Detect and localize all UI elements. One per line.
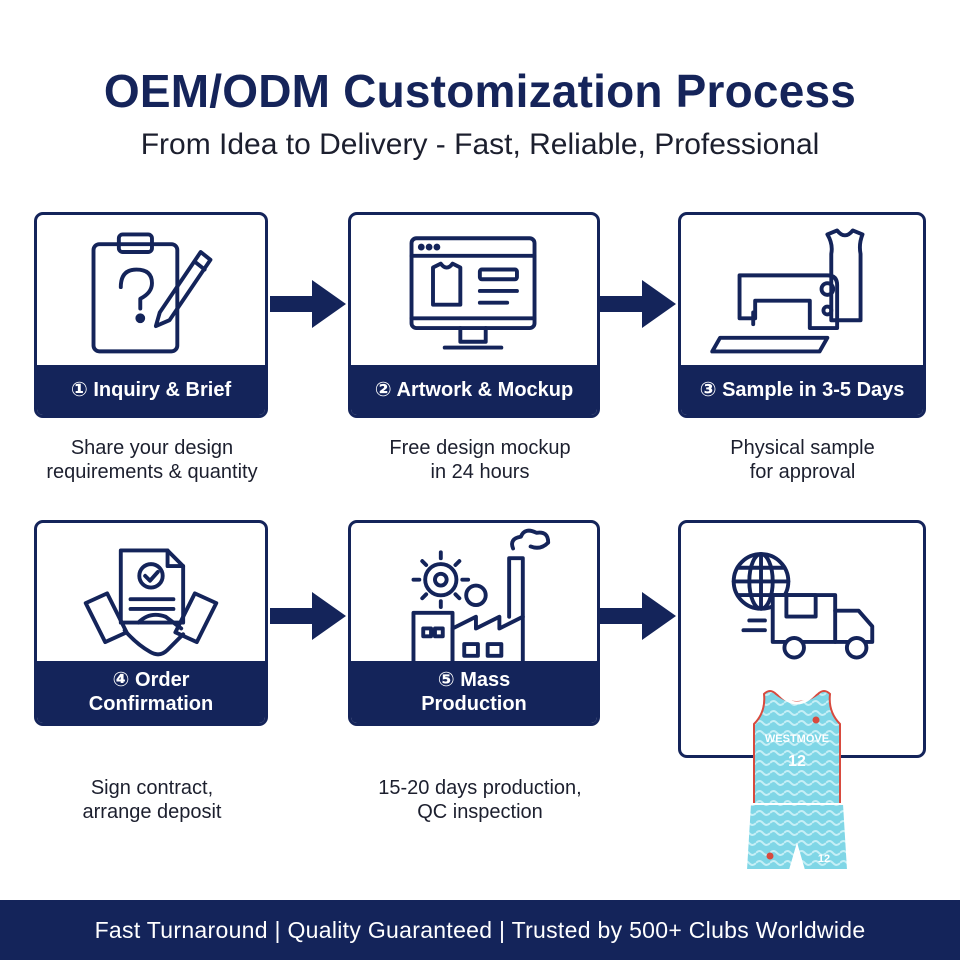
handshake-contract-icon — [83, 548, 219, 657]
step-card-sample: ③ Sample in 3-5 Days — [678, 212, 926, 418]
step-label: ③ Sample in 3-5 Days — [681, 365, 923, 415]
step-card-order-confirmation: ④ Order Confirmation — [34, 520, 268, 726]
step-card-inquiry: ① Inquiry & Brief — [34, 212, 268, 418]
step-description: Physical sample for approval — [730, 437, 875, 483]
step-label: ① Inquiry & Brief — [37, 365, 265, 415]
step-label: ② Artwork & Mockup — [351, 365, 597, 415]
jersey-brand-text: WESTMOVE — [765, 733, 829, 745]
clipboard-question-icon — [91, 232, 213, 354]
page-subtitle: From Idea to Delivery - Fast, Reliable, … — [140, 128, 820, 161]
page-title: OEM/ODM Customization Process — [103, 65, 857, 117]
step-card-artwork: ② Artwork & Mockup — [348, 212, 600, 418]
jersey-product-image: WESTMOVE 12 12 — [744, 690, 850, 871]
delivery-truck-globe-icon — [731, 552, 875, 660]
step-description: Sign contract, arrange deposit — [82, 777, 222, 823]
monitor-mockup-icon — [409, 236, 537, 350]
step-description: 15-20 days production, QC inspection — [378, 777, 582, 823]
jersey-number-text: 12 — [788, 753, 806, 770]
step-description: Free design mockup in 24 hours — [389, 437, 571, 483]
arrow-right-icon — [600, 592, 676, 640]
factory-icon — [403, 528, 551, 674]
step-label: ④ Order Confirmation — [37, 661, 265, 723]
arrow-right-icon — [270, 592, 346, 640]
arrow-right-icon — [600, 280, 676, 328]
arrow-right-icon — [270, 280, 346, 328]
step-card-mass-production: ⑤ Mass Production — [348, 520, 600, 726]
step-label: ⑤ Mass Production — [351, 661, 597, 723]
shorts-number-text: 12 — [818, 853, 830, 865]
step-description: Share your design requirements & quantit… — [46, 437, 258, 483]
sewing-machine-icon — [710, 228, 865, 354]
footer-banner: Fast Turnaround | Quality Guaranteed | T… — [0, 900, 960, 960]
